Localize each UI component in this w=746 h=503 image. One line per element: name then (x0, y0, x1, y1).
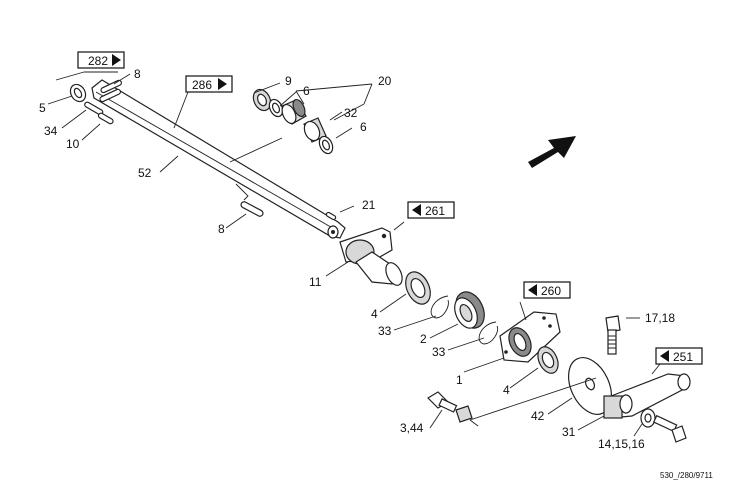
part-label-33-upper: 33 (378, 324, 392, 338)
shaft-52 (91, 79, 346, 239)
key-8-lower (240, 201, 264, 217)
triangle-right-icon (112, 54, 121, 66)
part-label-32: 32 (344, 106, 358, 120)
flange-11 (339, 227, 403, 286)
part-label-21: 21 (362, 198, 376, 212)
part-label-14-15-16: 14,15,16 (598, 437, 645, 451)
key-8-upper (99, 79, 123, 103)
key-10 (97, 112, 114, 125)
ref-box-251[interactable]: 251 (655, 347, 703, 365)
bolt-3-44 (427, 391, 473, 423)
part-label-31: 31 (562, 425, 576, 439)
seal-4-lower (537, 346, 559, 374)
lever-arm-31 (603, 373, 691, 419)
triangle-left-icon (660, 350, 669, 362)
bolt-17-18 (605, 315, 621, 355)
part-labels: 5 34 10 8 52 9 6 20 32 6 21 8 11 4 33 2 … (39, 67, 675, 451)
part-label-6-lower: 6 (360, 120, 367, 134)
part-label-6-upper: 6 (303, 84, 310, 98)
ref-box-286[interactable]: 286 (185, 75, 233, 93)
leader-lines (47, 71, 661, 437)
part-label-20: 20 (378, 74, 392, 88)
part-label-8-lower: 8 (218, 222, 225, 236)
direction-arrow-icon (528, 136, 576, 168)
ref-box-282[interactable]: 282 (77, 51, 125, 69)
part-label-8-upper: 8 (134, 67, 141, 81)
ring-6-upper (268, 98, 284, 118)
seal-4-upper (405, 271, 431, 305)
part-label-10: 10 (66, 137, 80, 151)
part-label-5: 5 (39, 101, 46, 115)
part-label-11: 11 (309, 275, 322, 289)
ref-label-286: 286 (192, 78, 212, 92)
part-label-9: 9 (285, 74, 292, 88)
part-label-4-upper: 4 (371, 307, 378, 321)
part-label-2: 2 (420, 332, 427, 346)
part-label-4-lower: 4 (503, 383, 510, 397)
part-label-42: 42 (531, 409, 545, 423)
part-label-52: 52 (138, 166, 152, 180)
clip-5 (69, 83, 87, 103)
bushing-32 (303, 117, 327, 143)
triangle-left-icon (412, 204, 421, 216)
circlip-33-lower (478, 321, 499, 345)
ref-label-261: 261 (425, 204, 445, 218)
part-label-34: 34 (44, 124, 58, 138)
circlip-33-upper (430, 295, 449, 319)
fastener-14-15-16 (640, 408, 687, 443)
ref-label-251: 251 (673, 350, 693, 364)
ref-box-260[interactable]: 260 (523, 281, 571, 299)
bearing-2 (454, 291, 485, 329)
part-label-17-18: 17,18 (645, 311, 675, 325)
ref-box-261[interactable]: 261 (407, 201, 455, 219)
part-label-3-44: 3,44 (400, 421, 424, 435)
collar (281, 98, 307, 125)
triangle-left-icon (528, 284, 537, 296)
triangle-right-icon (218, 78, 227, 90)
pin-21 (325, 211, 337, 221)
bushing-9 (252, 88, 272, 112)
ring-6-lower (318, 135, 334, 155)
ref-label-260: 260 (541, 284, 561, 298)
ref-label-282: 282 (88, 54, 108, 68)
part-label-33-lower: 33 (432, 345, 446, 359)
housing-plate-1 (499, 311, 561, 363)
drawing-code: 530_/280/9711 (660, 471, 713, 480)
part-label-1: 1 (456, 373, 463, 387)
